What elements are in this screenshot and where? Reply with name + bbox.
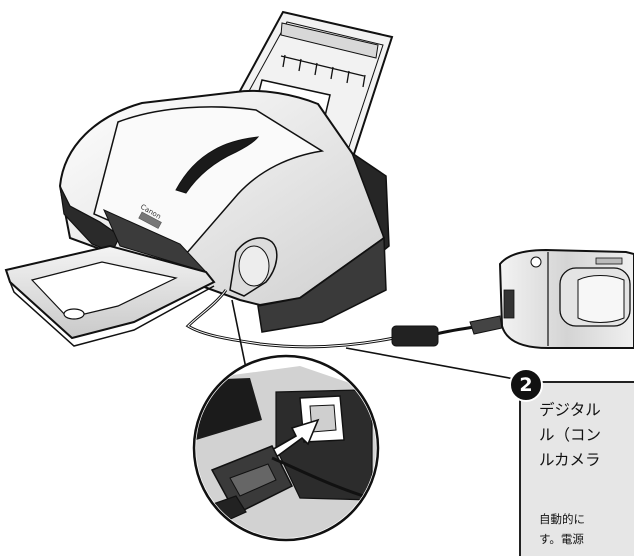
instruction-line: ル（コン <box>539 426 602 444</box>
output-tray <box>4 244 216 347</box>
printer-camera-connection-illustration: Canon <box>4 10 634 542</box>
digital-camera <box>498 248 634 349</box>
instruction-line: ルカメラ <box>539 451 601 469</box>
usb-port-zoom-view <box>192 354 380 542</box>
illustration-page: Canon <box>4 10 634 556</box>
step-note-text: 自動的に す。電源 <box>539 509 634 549</box>
step-instruction-panel <box>519 381 634 556</box>
step-instruction-text: デジタル ル（コン ルカメラ <box>539 398 634 473</box>
instruction-line: デジタル <box>539 401 601 419</box>
note-line: す。電源 <box>539 532 584 546</box>
note-line: 自動的に <box>539 512 585 526</box>
step-number-badge: 2 <box>509 368 543 402</box>
printer: Canon <box>58 89 390 333</box>
usb-cable <box>185 289 503 349</box>
